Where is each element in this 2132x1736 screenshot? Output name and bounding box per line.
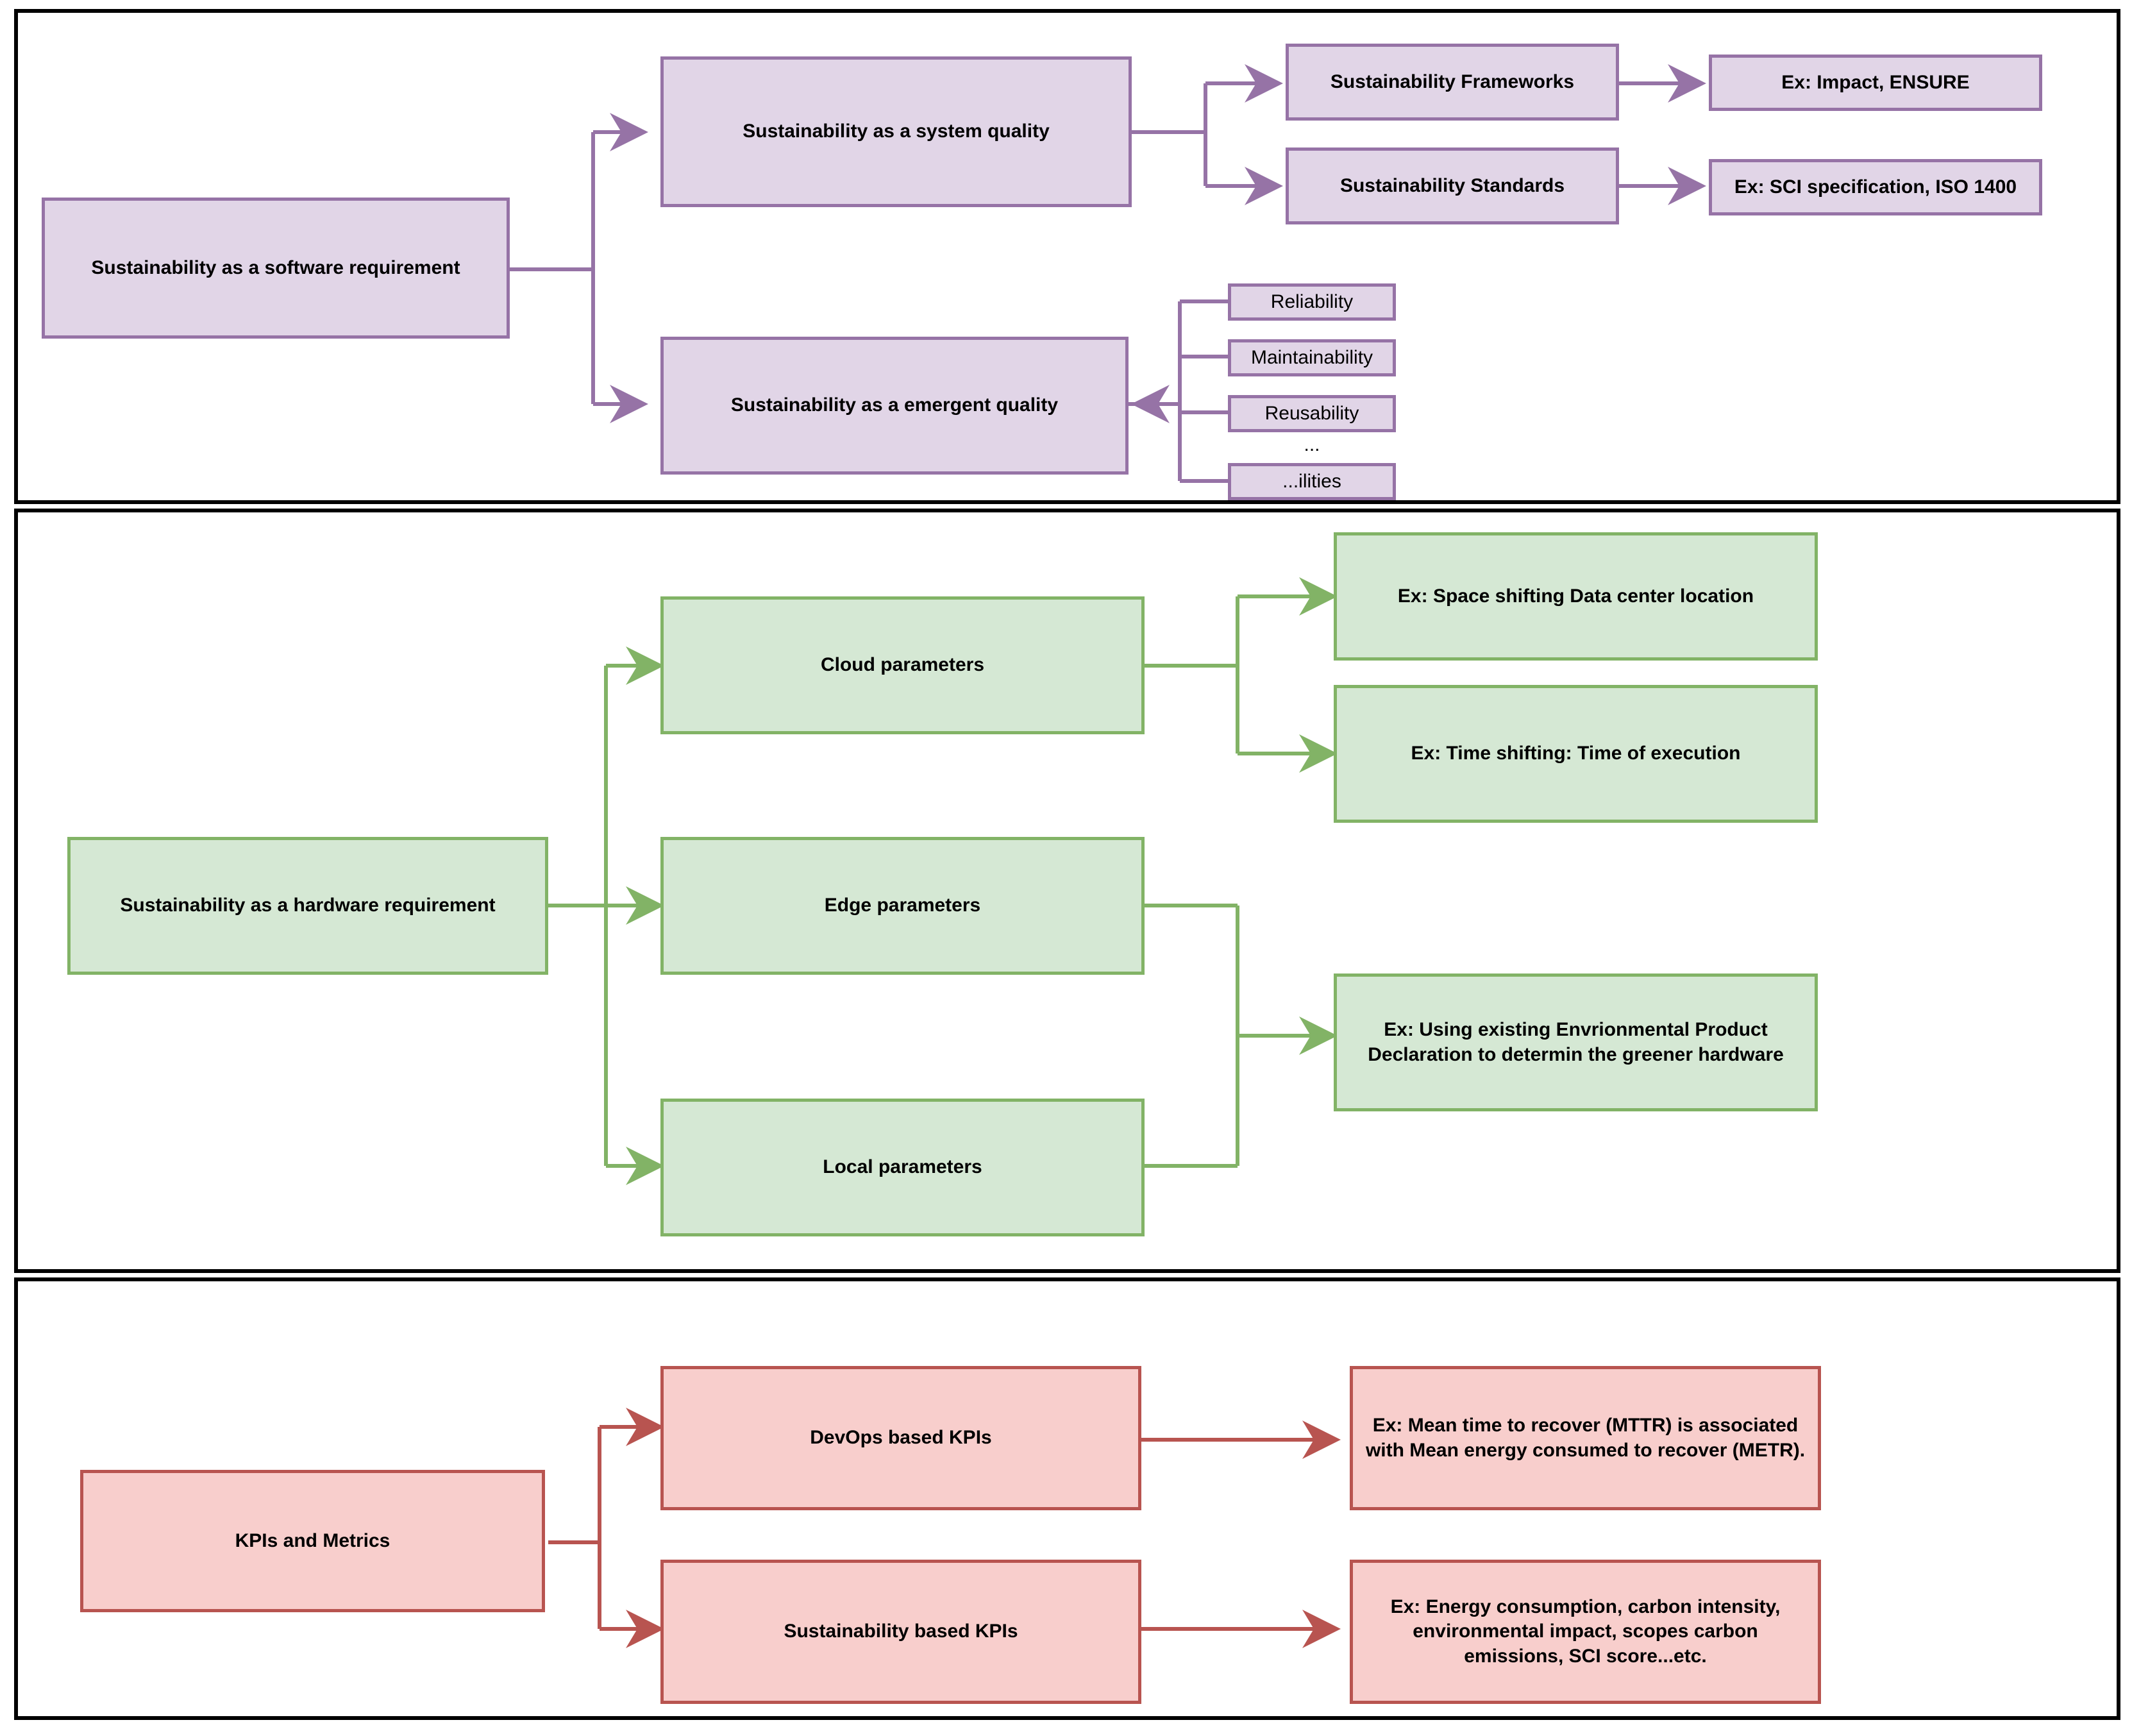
node-ility-reliability[interactable]: Reliability [1228,283,1396,321]
node-standards-example[interactable]: Ex: SCI specification, ISO 1400 [1709,159,2042,215]
node-ility-reusability[interactable]: Reusability [1228,395,1396,432]
node-edge-parameters[interactable]: Edge parameters [660,837,1145,975]
node-devops-kpi-example[interactable]: Ex: Mean time to recover (MTTR) is assoc… [1350,1366,1821,1510]
node-sustainability-standards[interactable]: Sustainability Standards [1286,147,1619,224]
node-software-requirement-root[interactable]: Sustainability as a software requirement [42,198,510,339]
ilities-ellipsis-label: ... [1304,434,1320,455]
node-sustainability-frameworks[interactable]: Sustainability Frameworks [1286,44,1619,121]
node-kpis-and-metrics-root[interactable]: KPIs and Metrics [80,1470,545,1612]
node-hardware-example-epd[interactable]: Ex: Using existing Envrionmental Product… [1334,973,1818,1111]
node-local-parameters[interactable]: Local parameters [660,1099,1145,1236]
node-system-quality[interactable]: Sustainability as a system quality [660,56,1132,207]
node-sustainability-kpi-example[interactable]: Ex: Energy consumption, carbon intensity… [1350,1560,1821,1704]
node-cloud-parameters[interactable]: Cloud parameters [660,596,1145,734]
node-hardware-requirement-root[interactable]: Sustainability as a hardware requirement [67,837,548,975]
node-ility-maintainability[interactable]: Maintainability [1228,339,1396,376]
node-ility-more[interactable]: ...ilities [1228,463,1396,500]
node-cloud-example-time-shifting[interactable]: Ex: Time shifting: Time of execution [1334,685,1818,823]
node-frameworks-example[interactable]: Ex: Impact, ENSURE [1709,55,2042,111]
node-emergent-quality[interactable]: Sustainability as a emergent quality [660,337,1129,475]
node-cloud-example-space-shifting[interactable]: Ex: Space shifting Data center location [1334,532,1818,661]
node-devops-based-kpis[interactable]: DevOps based KPIs [660,1366,1141,1510]
node-sustainability-based-kpis[interactable]: Sustainability based KPIs [660,1560,1141,1704]
